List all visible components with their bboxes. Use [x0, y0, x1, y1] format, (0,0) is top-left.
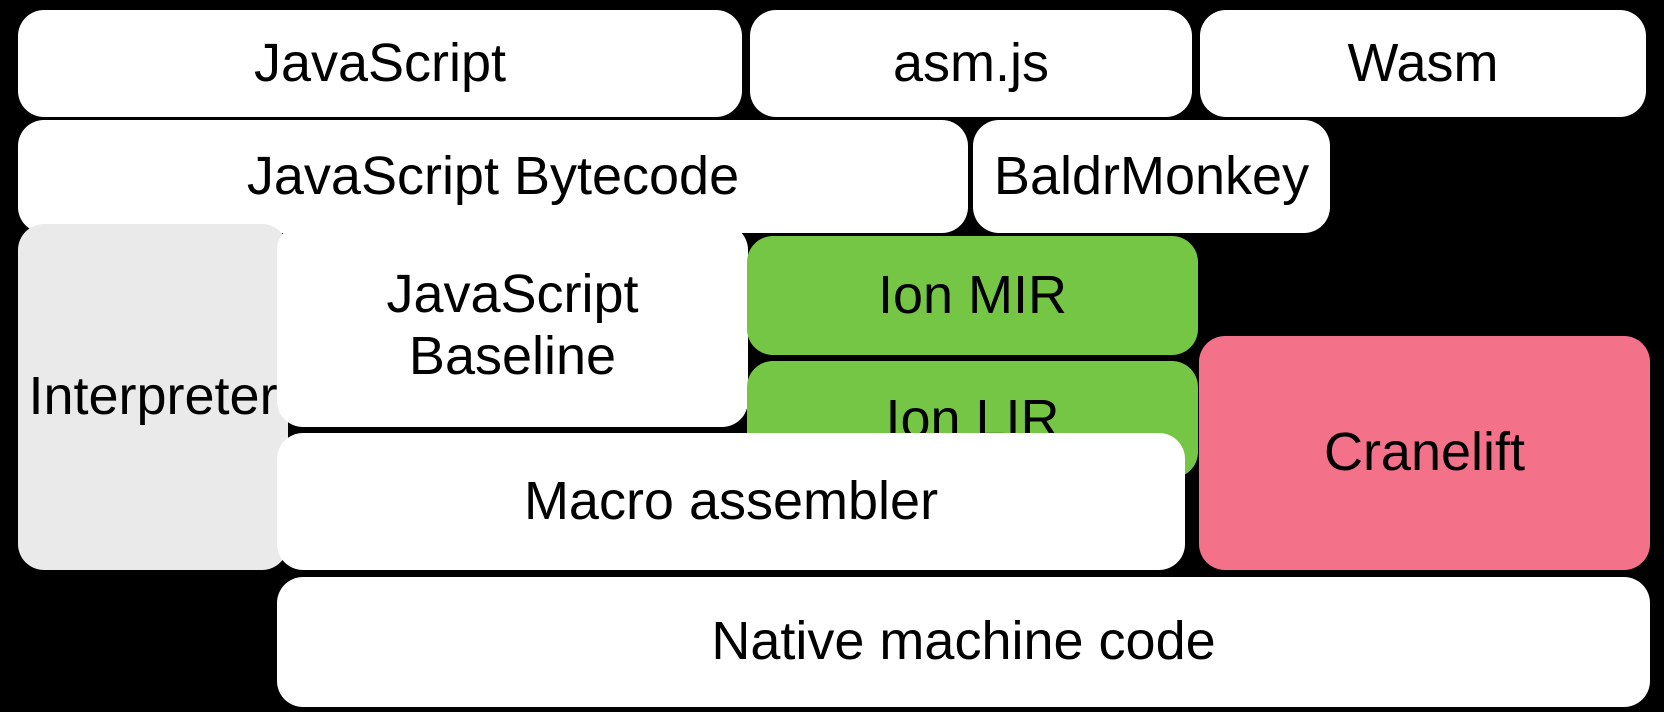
node-javascript-bytecode[interactable]: JavaScript Bytecode [18, 120, 968, 233]
node-baldrmonkey[interactable]: BaldrMonkey [973, 120, 1330, 233]
node-ion-mir[interactable]: Ion MIR [747, 236, 1198, 355]
node-javascript[interactable]: JavaScript [18, 10, 742, 117]
node-wasm[interactable]: Wasm [1200, 10, 1646, 117]
node-native-machine-code[interactable]: Native machine code [277, 577, 1650, 707]
node-javascript-baseline[interactable]: JavaScript Baseline [277, 224, 748, 427]
node-asm-js[interactable]: asm.js [750, 10, 1192, 117]
node-macro-assembler[interactable]: Macro assembler [277, 433, 1185, 570]
node-cranelift[interactable]: Cranelift [1199, 336, 1650, 570]
node-interpreter[interactable]: Interpreter [18, 224, 288, 570]
